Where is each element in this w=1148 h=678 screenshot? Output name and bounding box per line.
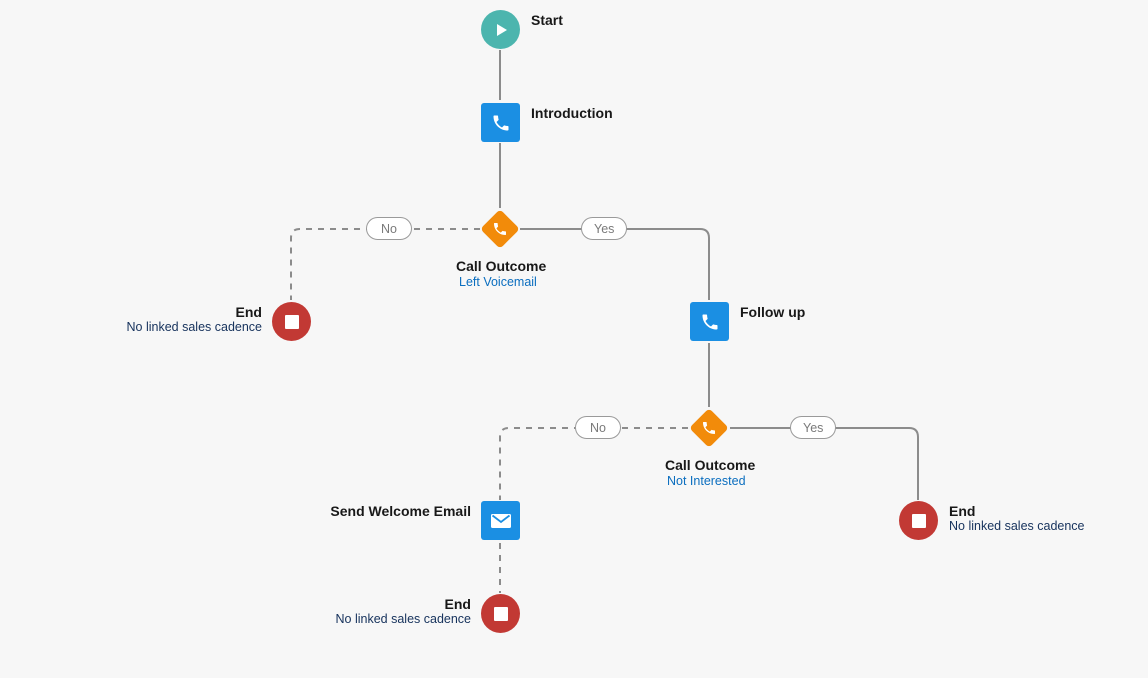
end-subtitle: No linked sales cadence bbox=[335, 612, 472, 626]
stop-icon bbox=[911, 513, 926, 528]
phone-icon bbox=[493, 115, 508, 130]
call-outcome-title: Call Outcome bbox=[665, 457, 756, 473]
send-welcome-email-title: Send Welcome Email bbox=[330, 503, 471, 519]
send-welcome-email-node[interactable] bbox=[481, 501, 520, 540]
call-outcome-subtitle[interactable]: Left Voicemail bbox=[459, 275, 537, 289]
introduction-title: Introduction bbox=[531, 105, 613, 121]
follow-up-node[interactable] bbox=[690, 302, 729, 341]
branch-label-no: No bbox=[366, 217, 412, 240]
connector-outcome1-no bbox=[290, 228, 480, 300]
branch-label-yes: Yes bbox=[581, 217, 627, 240]
stop-icon bbox=[493, 606, 508, 621]
follow-up-title: Follow up bbox=[740, 304, 806, 320]
end-node[interactable] bbox=[899, 501, 938, 540]
call-outcome-decision[interactable] bbox=[689, 408, 729, 448]
phone-icon bbox=[702, 314, 717, 329]
stop-icon bbox=[284, 314, 299, 329]
call-outcome-title: Call Outcome bbox=[456, 258, 547, 274]
end-subtitle: No linked sales cadence bbox=[126, 320, 263, 334]
branch-label-yes: Yes bbox=[790, 416, 836, 439]
end-title: End bbox=[444, 596, 471, 612]
play-icon bbox=[496, 23, 507, 36]
introduction-node[interactable] bbox=[481, 103, 520, 142]
connector-outcome1-yes bbox=[520, 228, 710, 300]
call-outcome-decision[interactable] bbox=[480, 209, 520, 249]
end-title: End bbox=[235, 304, 262, 320]
connector-outcome2-no bbox=[499, 427, 688, 500]
end-title: End bbox=[949, 503, 976, 519]
end-node[interactable] bbox=[272, 302, 311, 341]
phone-icon bbox=[703, 422, 715, 434]
end-subtitle: No linked sales cadence bbox=[949, 519, 1085, 533]
start-node[interactable] bbox=[481, 10, 520, 49]
end-node[interactable] bbox=[481, 594, 520, 633]
email-icon bbox=[490, 513, 511, 528]
connector-outcome2-yes bbox=[730, 427, 919, 500]
start-title: Start bbox=[531, 12, 563, 28]
branch-label-no: No bbox=[575, 416, 621, 439]
call-outcome-subtitle[interactable]: Not Interested bbox=[667, 474, 746, 488]
phone-icon bbox=[494, 223, 506, 235]
